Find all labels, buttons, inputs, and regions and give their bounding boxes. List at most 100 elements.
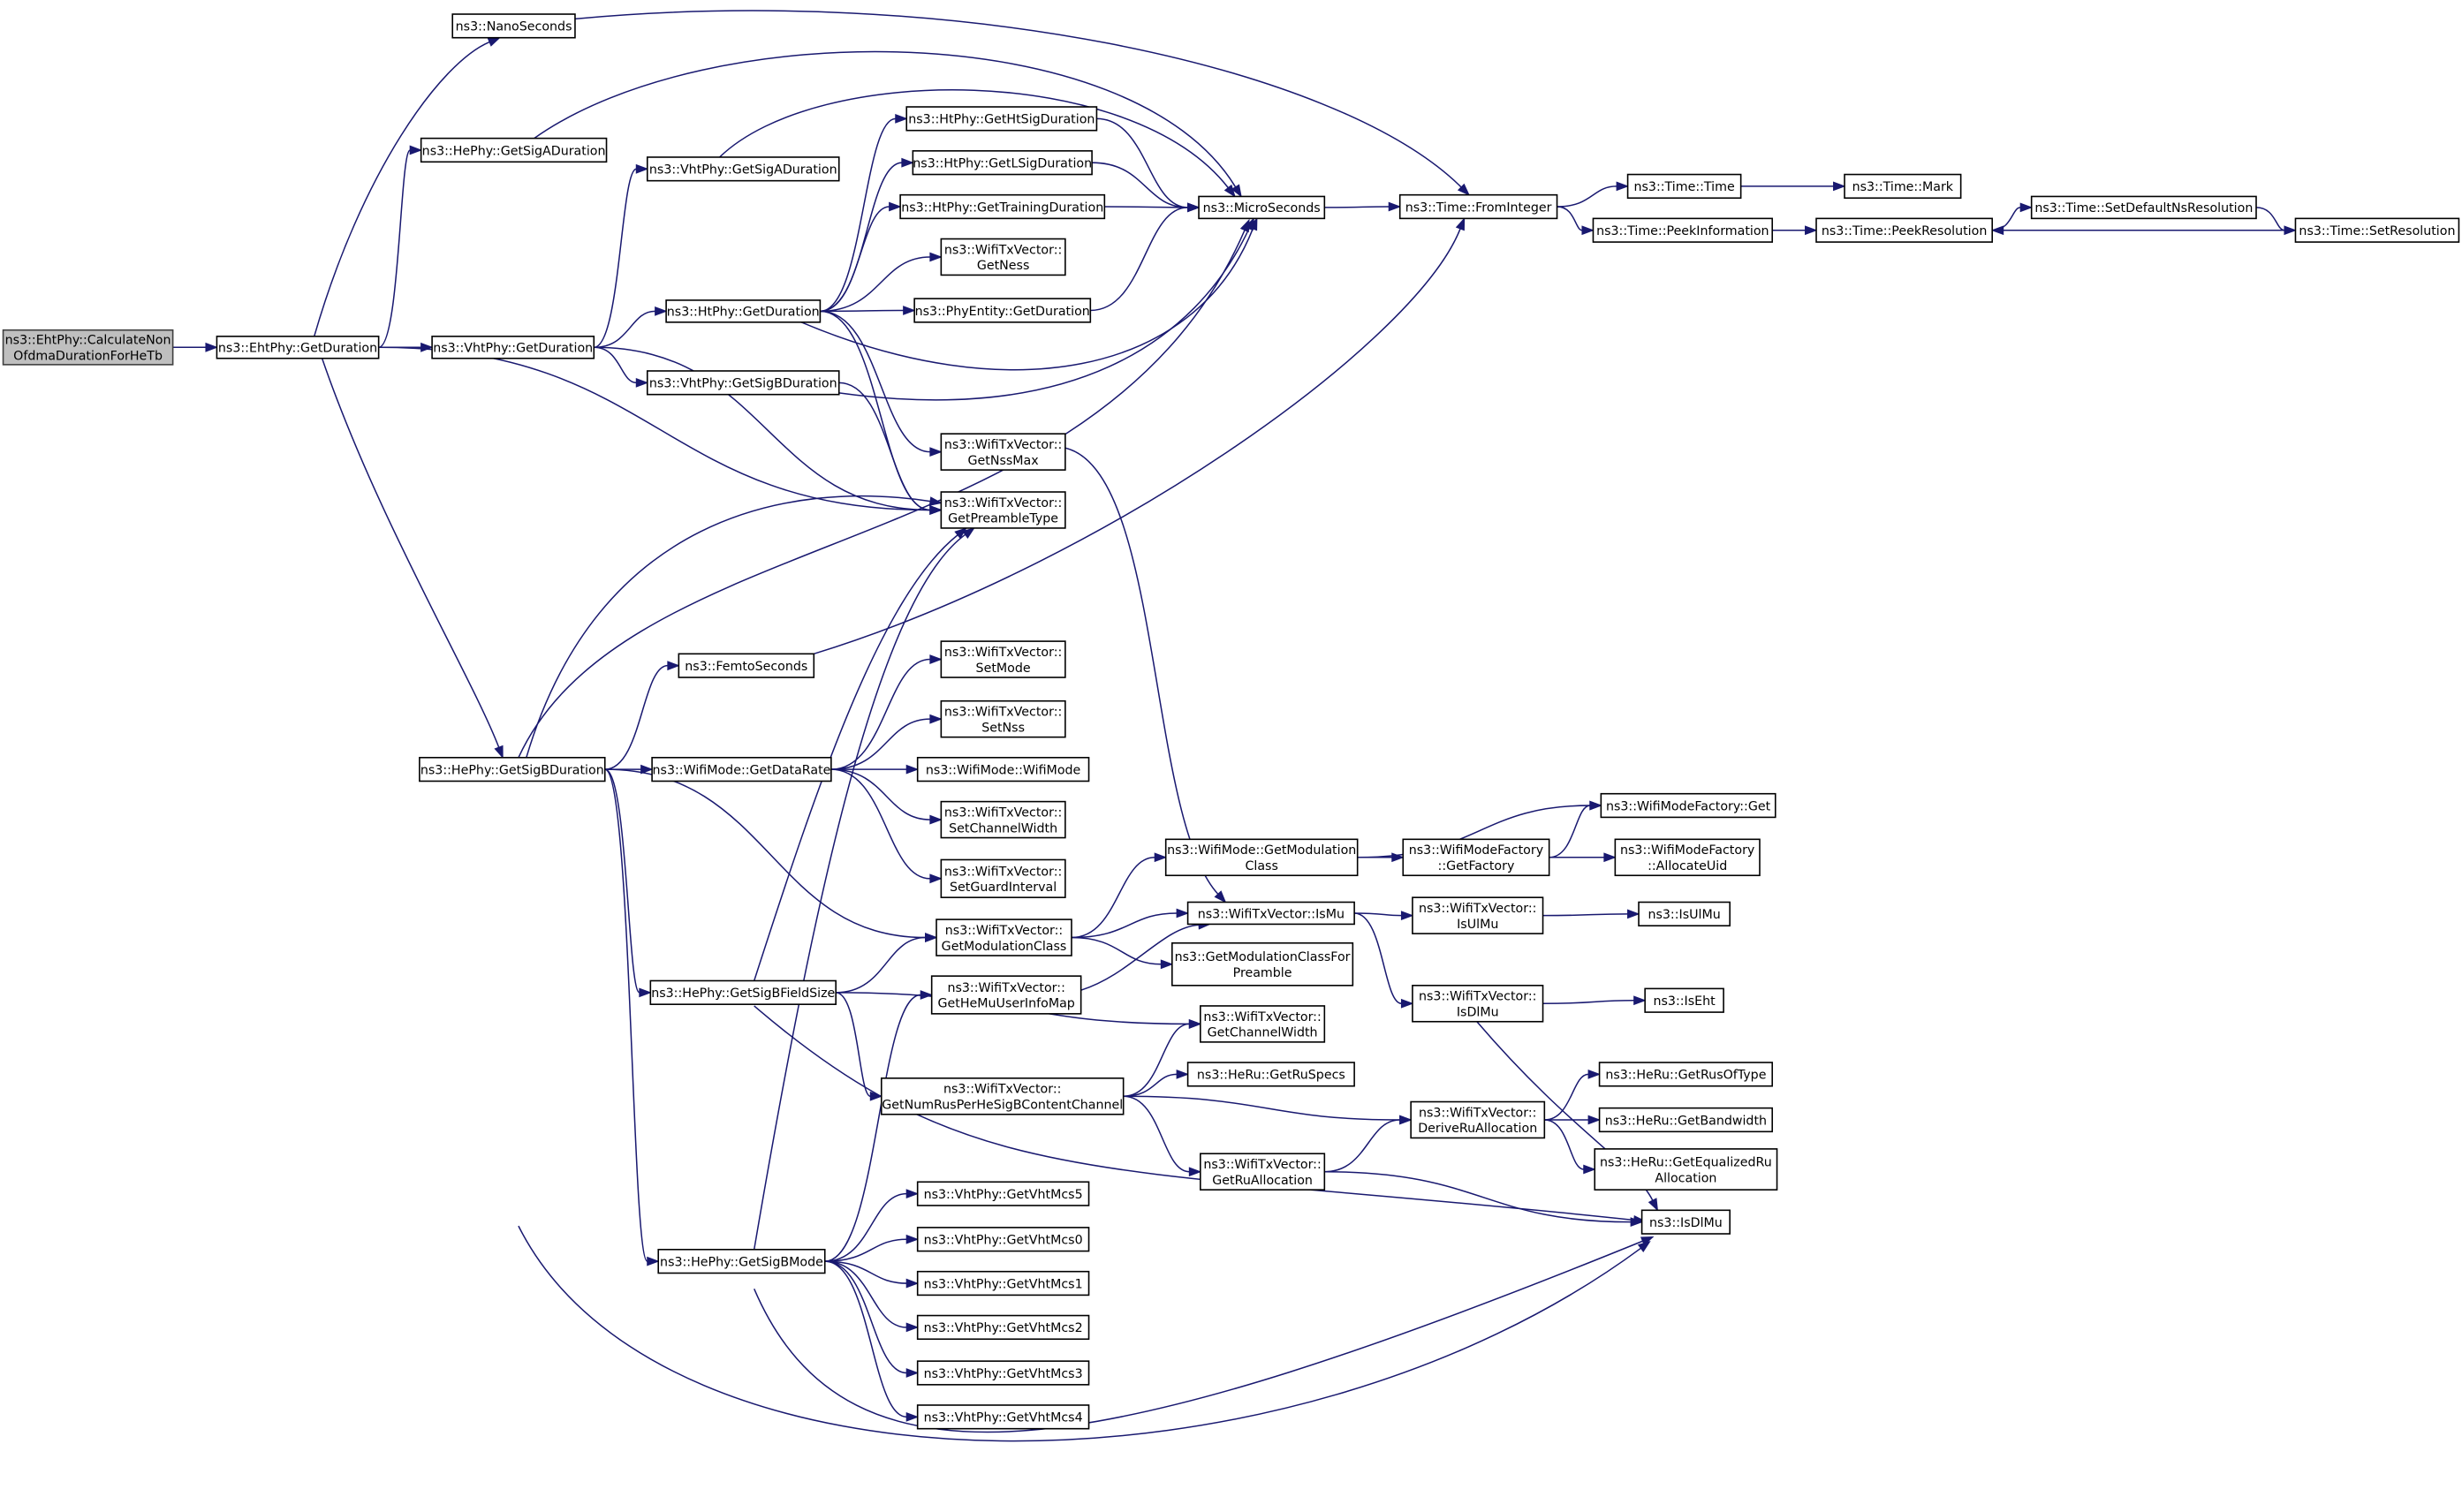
node-he-sigbdur[interactable]: ns3::HePhy::GetSigBDuration — [419, 756, 606, 782]
node-label: GetRuAllocation — [1212, 1174, 1313, 1188]
node-mcs0[interactable]: ns3::VhtPhy::GetVhtMcs0 — [916, 1227, 1090, 1252]
edge-t_fromint-to-t_peekinfo — [1557, 206, 1583, 231]
arrowhead-tx_getru-to-isdlmu — [1630, 1217, 1644, 1228]
node-he-sigbmode[interactable]: ns3::HePhy::GetSigBMode — [657, 1249, 826, 1274]
node-ht-htsig[interactable]: ns3::HtPhy::GetHtSigDuration — [905, 106, 1098, 132]
node-mcs5[interactable]: ns3::VhtPhy::GetVhtMcs5 — [916, 1181, 1090, 1206]
node-mcs1[interactable]: ns3::VhtPhy::GetVhtMcs1 — [916, 1270, 1090, 1297]
nodes-layer: ns3::EhtPhy::CalculateNonOfdmaDurationFo… — [2, 13, 2460, 1430]
node-he-sigadur[interactable]: ns3::HePhy::GetSigADuration — [420, 137, 608, 163]
node-tx-setnss[interactable]: ns3::WifiTxVector::SetNss — [940, 699, 1066, 738]
node-box — [1592, 217, 1774, 243]
edge-phy_getdur-to-microsec — [1090, 207, 1188, 312]
node-label: ns3::MicroSeconds — [1203, 201, 1321, 215]
node-tx-setcw[interactable]: ns3::WifiTxVector::SetChannelWidth — [940, 800, 1066, 839]
node-box — [1640, 1209, 1731, 1235]
node-vht-sigbdur[interactable]: ns3::VhtPhy::GetSigBDuration — [646, 370, 840, 396]
node-wm-datarate[interactable]: ns3::WifiMode::GetDataRate — [651, 756, 832, 782]
node-wm-getmodclass[interactable]: ns3::WifiMode::GetModulationClass — [1164, 838, 1359, 877]
arrowhead-ht_getdur-to-ht_training — [889, 201, 902, 212]
arrowhead-wm_datarate-to-tx_setnss — [929, 714, 943, 724]
edge-tx_deriveru-to-heru_rusoftype — [1544, 1073, 1589, 1121]
node-label: ns3::WifiTxVector:: — [944, 496, 1062, 510]
node-vht-getdur[interactable]: ns3::VhtPhy::GetDuration — [431, 336, 595, 359]
node-tx-nssmax[interactable]: ns3::WifiTxVector::GetNssMax — [940, 433, 1066, 471]
arrowhead-he_sigadur-to-microsec — [1231, 184, 1242, 198]
node-calc[interactable]: ns3::EhtPhy::CalculateNonOfdmaDurationFo… — [2, 329, 174, 366]
edge-he_sigbmode-to-mcs5 — [824, 1192, 907, 1262]
node-t-peekinfo[interactable]: ns3::Time::PeekInformation — [1592, 217, 1774, 243]
node-tx-getru[interactable]: ns3::WifiTxVector::GetRuAllocation — [1200, 1153, 1326, 1191]
node-t-fromint[interactable]: ns3::Time::FromInteger — [1398, 193, 1558, 220]
node-label: ns3::WifiTxVector:: — [944, 438, 1062, 452]
node-box — [916, 1270, 1090, 1297]
node-microsec[interactable]: ns3::MicroSeconds — [1198, 195, 1326, 220]
node-label: ns3::VhtPhy::GetVhtMcs0 — [924, 1234, 1083, 1248]
node-tx-preamble[interactable]: ns3::WifiTxVector::GetPreambleType — [940, 491, 1066, 529]
node-t-peekres[interactable]: ns3::Time::PeekResolution — [1815, 217, 1994, 243]
arrowhead-nanosec-to-t_fromint — [1457, 183, 1471, 196]
node-box — [1600, 792, 1776, 819]
node-ht-training[interactable]: ns3::HtPhy::GetTrainingDuration — [899, 193, 1106, 220]
node-isulmu[interactable]: ns3::IsUlMu — [1638, 901, 1731, 927]
node-box — [916, 1360, 1090, 1386]
node-phy-getdur[interactable]: ns3::PhyEntity::GetDuration — [913, 298, 1092, 323]
node-tx-getmodclass[interactable]: ns3::WifiTxVector::GetModulationClass — [936, 919, 1072, 956]
node-isdlmu[interactable]: ns3::IsDlMu — [1640, 1209, 1731, 1235]
node-heru-bw[interactable]: ns3::HeRu::GetBandwidth — [1598, 1107, 1774, 1133]
node-t-setdefns[interactable]: ns3::Time::SetDefaultNsResolution — [2030, 195, 2257, 220]
arrowhead-eht_getdur-to-nanosec — [487, 37, 501, 47]
node-label: ns3::HtPhy::GetHtSigDuration — [908, 113, 1095, 127]
arrowhead-he_sigbmode-to-mcs2 — [905, 1322, 920, 1333]
node-label: ns3::WifiTxVector::IsMu — [1198, 907, 1345, 921]
node-t-time[interactable]: ns3::Time::Time — [1626, 173, 1742, 200]
arrowhead-tx_numrus-to-tx_getru — [1188, 1167, 1202, 1177]
node-he-sigbfield[interactable]: ns3::HePhy::GetSigBFieldSize — [649, 979, 837, 1005]
node-tx-isdlmu[interactable]: ns3::WifiTxVector::IsDlMu — [1412, 985, 1544, 1023]
node-wmf-getfactory[interactable]: ns3::WifiModeFactory::GetFactory — [1402, 838, 1550, 877]
node-mcs2[interactable]: ns3::VhtPhy::GetVhtMcs2 — [916, 1314, 1090, 1341]
node-wmf-alloc[interactable]: ns3::WifiModeFactory::AllocateUid — [1614, 838, 1761, 877]
node-box — [916, 1404, 1090, 1430]
node-mcs4[interactable]: ns3::VhtPhy::GetVhtMcs4 — [916, 1404, 1090, 1430]
node-nanosec[interactable]: ns3::NanoSeconds — [451, 13, 576, 39]
node-box — [912, 150, 1093, 176]
edge-tx_numrus-to-tx_deriveru — [1123, 1095, 1400, 1121]
node-tx-getness[interactable]: ns3::WifiTxVector::GetNess — [940, 238, 1066, 276]
node-t-setres[interactable]: ns3::Time::SetResolution — [2294, 217, 2460, 243]
node-ht-getdur[interactable]: ns3::HtPhy::GetDuration — [665, 299, 822, 323]
node-label: ns3::WifiTxVector:: — [943, 1083, 1061, 1097]
edge-tx_isdlmu-to-iseht — [1542, 999, 1634, 1005]
node-label: ns3::VhtPhy::GetDuration — [433, 342, 593, 356]
node-heru-rusoftype[interactable]: ns3::HeRu::GetRusOfType — [1598, 1062, 1774, 1087]
node-vht-sigadur[interactable]: ns3::VhtPhy::GetSigADuration — [646, 156, 840, 182]
node-box — [940, 699, 1066, 738]
node-ht-lsig[interactable]: ns3::HtPhy::GetLSigDuration — [912, 150, 1093, 176]
node-mcs3[interactable]: ns3::VhtPhy::GetVhtMcs3 — [916, 1360, 1090, 1386]
edge-ht_getdur-to-tx_preamble — [820, 310, 930, 511]
node-tx-numrus[interactable]: ns3::WifiTxVector::GetNumRusPerHeSigBCon… — [880, 1077, 1125, 1115]
node-heru-specs[interactable]: ns3::HeRu::GetRuSpecs — [1186, 1062, 1355, 1087]
node-label: ns3::Time::SetDefaultNsResolution — [2034, 201, 2253, 215]
node-tx-deriveru[interactable]: ns3::WifiTxVector::DeriveRuAllocation — [1410, 1100, 1546, 1139]
node-eht-getdur[interactable]: ns3::EhtPhy::GetDuration — [216, 336, 380, 359]
node-t-mark[interactable]: ns3::Time::Mark — [1844, 173, 1962, 200]
arrowhead-vht_sigadur-to-microsec — [1223, 184, 1236, 198]
node-iseht[interactable]: ns3::IsEht — [1644, 987, 1724, 1013]
node-tx-isulmu[interactable]: ns3::WifiTxVector::IsUlMu — [1412, 896, 1544, 934]
node-box — [1598, 1062, 1774, 1087]
edge-he_sigbmode-to-tx_hemuuser — [824, 994, 921, 1262]
node-tx-hemuuser[interactable]: ns3::WifiTxVector::GetHeMuUserInfoMap — [930, 975, 1082, 1015]
node-femtosec[interactable]: ns3::FemtoSeconds — [678, 653, 815, 678]
node-box — [1171, 941, 1354, 987]
arrowhead-tx_getru-to-tx_deriveru — [1399, 1115, 1413, 1125]
edge-tx_getmodclass-to-wm_getmodclass — [1071, 857, 1155, 939]
node-wmf-get[interactable]: ns3::WifiModeFactory::Get — [1600, 792, 1776, 819]
node-tx-ismu[interactable]: ns3::WifiTxVector::IsMu — [1186, 901, 1355, 926]
node-tx-getcw[interactable]: ns3::WifiTxVector::GetChannelWidth — [1200, 1005, 1326, 1043]
node-tx-setmode[interactable]: ns3::WifiTxVector::SetMode — [940, 640, 1066, 678]
node-wm-wifimode[interactable]: ns3::WifiMode::WifiMode — [916, 756, 1090, 782]
node-tx-setgi[interactable]: ns3::WifiTxVector::SetGuardInterval — [940, 858, 1066, 898]
